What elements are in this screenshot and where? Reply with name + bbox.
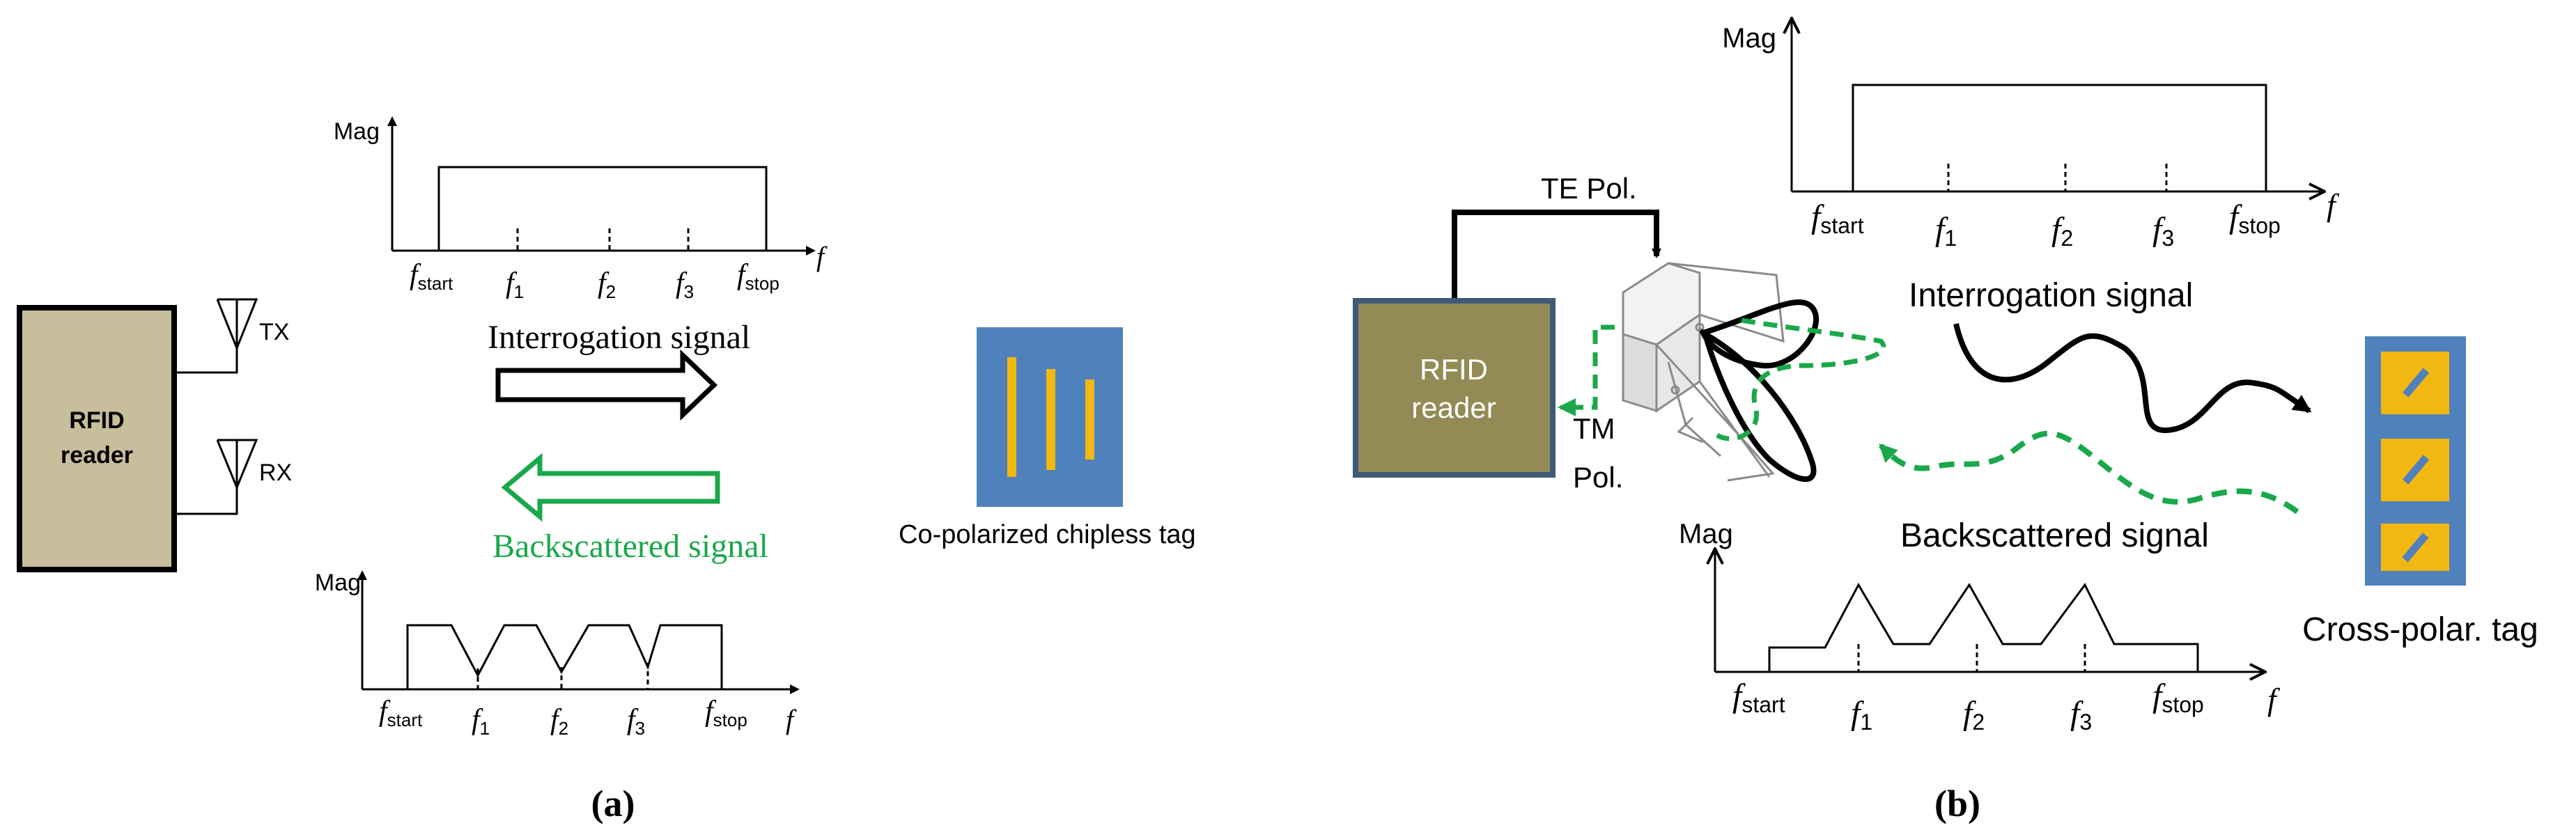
tick-f2-top-b: f2 [2051, 211, 2073, 251]
tick-fstart-top-a: fstart [410, 259, 453, 294]
tick-fstart-top-b: fstart [1811, 198, 1864, 238]
te-feed-line [1452, 210, 1661, 301]
reader-label-a-line2: reader [61, 442, 133, 469]
spectrum-bottom-a-xlabel: f [786, 704, 797, 735]
spectrum-bottom-b-ylabel: Mag [1679, 519, 1733, 549]
spectrum-top-a-trace [392, 166, 768, 252]
tick-f2-top-a: f2 [598, 267, 616, 302]
spectrum-bottom-a-trace [362, 624, 723, 691]
rx-antenna [174, 439, 258, 515]
spectrum-bottom-a-ylabel: Mag [315, 570, 361, 596]
caption-a: (a) [591, 783, 635, 824]
backscatter-label-b: Backscattered signal [1900, 517, 2209, 554]
reader-label-b-line1: RFID [1420, 353, 1488, 386]
tx-antenna [174, 298, 258, 374]
spectrum-top-a-xlabel: f [816, 241, 828, 272]
tm-green-feed [1558, 324, 1615, 416]
rx-label: RX [259, 460, 292, 486]
spectrum-top-b-ylabel: Mag [1722, 23, 1776, 54]
tick-f1-bottom-a: f1 [472, 704, 490, 739]
tag-b-dipole-1 [2403, 368, 2430, 398]
reader-label-b-line2: reader [1411, 391, 1496, 424]
backscatter-arrow-a [501, 453, 720, 522]
tag-b-dipole-3 [2402, 533, 2429, 563]
caption-b: (b) [1934, 783, 1980, 824]
spectrum-top-a: Mag f fstart f1 f2 f3 fstop [334, 116, 828, 302]
spectrum-top-b: Mag f fstart f1 f2 f3 fstop [1722, 19, 2340, 251]
reader-label-a-line1: RFID [69, 407, 124, 434]
interrogation-label-a: Interrogation signal [488, 319, 750, 356]
backscatter-label-a: Backscattered signal [492, 528, 768, 565]
tick-fstop-top-b: fstop [2229, 198, 2281, 238]
tag-a-strip-1 [1007, 357, 1016, 477]
tm-pol-label-line1: TM [1573, 412, 1615, 445]
spectrum-bottom-b-xlabel: f [2267, 682, 2281, 717]
tx-label: TX [259, 319, 289, 345]
co-polarized-tag [977, 327, 1123, 507]
tick-f3-top-b: f3 [2152, 211, 2174, 251]
reader-box-b [1353, 298, 1555, 478]
tm-pol-label-line2: Pol. [1573, 461, 1623, 494]
interrogation-wave-b [1953, 323, 2312, 434]
spectrum-bottom-a: Mag f fstart f1 f2 f3 fstop [315, 570, 800, 739]
tick-f1-top-a: f1 [506, 267, 524, 302]
tag-b-dipole-2 [2403, 455, 2430, 485]
te-pol-label: TE Pol. [1541, 172, 1637, 205]
horn-ridge-te [1699, 299, 1819, 369]
spectrum-top-b-trace [1792, 84, 2267, 193]
tick-f3-top-a: f3 [676, 267, 694, 302]
interrogation-label-b: Interrogation signal [1909, 277, 2193, 314]
interrogation-arrow-a [495, 349, 718, 421]
tick-f3-bottom-a: f3 [627, 704, 645, 739]
reader-box-a [17, 305, 177, 572]
backscatter-wave-b [1879, 430, 2299, 515]
tm-green-path-horn [1716, 317, 1886, 441]
spectrum-bottom-b-trace [1715, 582, 2199, 673]
tick-f1-bottom-b: f1 [1851, 695, 1872, 735]
tag-label-a: Co-polarized chipless tag [899, 520, 1196, 549]
cross-polar-tag [2365, 336, 2466, 586]
tick-fstart-bottom-a: fstart [379, 696, 423, 730]
horn-ridge-tm [1700, 328, 1817, 483]
tag-a-strip-2 [1046, 369, 1055, 470]
tick-fstart-bottom-b: fstart [1732, 677, 1785, 717]
panel-a: RFID reader TX RX Mag f fstart f1 [17, 116, 1196, 824]
tick-f1-top-b: f1 [1935, 211, 1957, 251]
panel-b: Mag f fstart f1 f2 f3 fstop TE Pol. RFID… [1353, 19, 2538, 824]
tick-f2-bottom-b: f2 [1963, 695, 1985, 735]
tick-f3-bottom-b: f3 [2070, 695, 2092, 735]
tick-fstop-bottom-b: fstop [2152, 677, 2204, 717]
tag-label-b: Cross-polar. tag [2302, 611, 2538, 648]
tick-fstop-top-a: fstop [737, 259, 779, 294]
spectrum-top-a-ylabel: Mag [334, 118, 380, 145]
tick-f2-bottom-a: f2 [550, 704, 568, 739]
tick-fstop-bottom-a: fstop [705, 696, 747, 730]
tag-a-strip-3 [1085, 379, 1094, 460]
spectrum-top-b-xlabel: f [2327, 187, 2340, 223]
